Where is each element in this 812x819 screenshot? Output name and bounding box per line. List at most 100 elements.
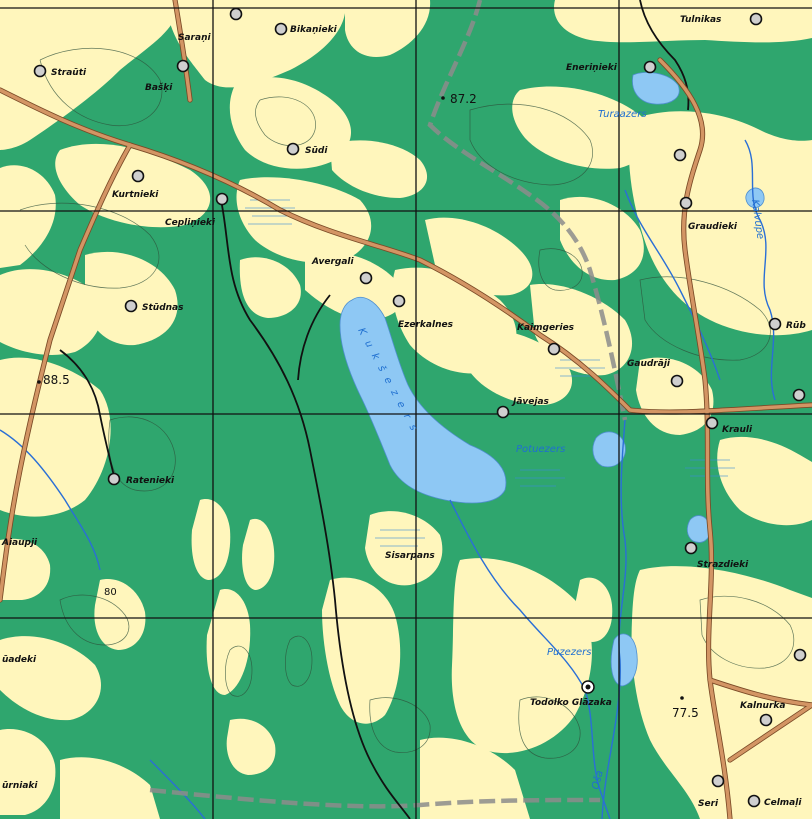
elevation-value: 87.2: [450, 92, 477, 106]
settlement-tulnikas[interactable]: Tulnikas: [680, 12, 763, 26]
settlement-aiaupji[interactable]: Aiaupji: [1, 538, 38, 548]
settlement-enerinieki[interactable]: Eneriņieki: [566, 60, 657, 74]
settlement-celmali[interactable]: Celmaļi: [747, 794, 803, 809]
road-west-south: [0, 143, 132, 602]
settlement-studnas[interactable]: Stūdnas: [124, 299, 185, 314]
settlement-label: Bikaņieki: [290, 25, 338, 35]
settlement-baski[interactable]: Bašķi: [145, 59, 190, 94]
settlement-gaudraji[interactable]: Gaudrāji: [627, 359, 684, 388]
settlement-label: Ratenieki: [126, 476, 175, 486]
settlement-label: Todolko Glāzaka: [530, 698, 612, 708]
settlement-label: Bašķi: [145, 82, 173, 93]
settlement-label: Jāvejas: [511, 397, 550, 407]
settlement-label: Gaudrāji: [627, 359, 671, 369]
settlement-kaimgeries[interactable]: Kaimgeries: [517, 323, 575, 356]
river-kuksezers-outflow: [449, 499, 611, 819]
settlement-label: Avergali: [311, 257, 354, 267]
settlement-ezerkalnes[interactable]: Ezerkalnes: [392, 294, 454, 331]
settlement-label: Sūdi: [305, 146, 328, 156]
river-kalvupe: [744, 139, 776, 401]
settlement-label: ūrniaki: [2, 781, 38, 791]
rivers: [0, 139, 776, 819]
lake-turaazers: [632, 72, 680, 105]
settlement-label: Rūb: [786, 321, 806, 331]
settlement-label: Strazdieki: [697, 560, 749, 570]
track-center: [297, 294, 331, 381]
settlement-strauti[interactable]: Straūti: [33, 64, 88, 79]
river-label-osa: Oša: [589, 769, 606, 791]
settlement-label: ūadeki: [2, 655, 37, 665]
elevation-value: 77.5: [672, 706, 699, 720]
elevation-point[interactable]: 77.5: [672, 696, 699, 720]
road-sarani: [173, 0, 192, 102]
settlement-uadeki[interactable]: ūadeki: [2, 648, 807, 666]
settlement-label: Seri: [698, 799, 719, 809]
pond-east: [686, 515, 711, 543]
settlement-label: Kalnurka: [740, 701, 785, 711]
lake-kuksezers: [339, 296, 507, 504]
lake-label-potuezers: Potuezers: [516, 444, 565, 455]
boundary-north: [427, 0, 628, 421]
settlement-label: Cepliņieki: [165, 218, 216, 228]
settlement-unnamed[interactable]: [792, 388, 806, 402]
settlement-label: Ezerkalnes: [398, 320, 454, 330]
settlement-layer: Saraņi Bikaņieki Straūti Bašķi Eneriņiek…: [1, 7, 807, 810]
settlement-label: Kaimgeries: [517, 323, 575, 333]
stream-north: [624, 189, 721, 381]
settlement-krauli[interactable]: Krauli: [705, 416, 753, 436]
settlement-todolko-glazaka[interactable]: Todolko Glāzaka: [530, 680, 612, 708]
settlement-urniaki[interactable]: ūrniaki: [2, 781, 38, 791]
elevation-point[interactable]: 88.5: [37, 373, 70, 387]
boundary-south: [149, 787, 601, 809]
settlement-sisarpans[interactable]: Sisarpans: [385, 551, 435, 561]
settlement-label: Aiaupji: [1, 538, 38, 548]
pond-north: [745, 187, 765, 208]
administrative-boundaries: [149, 0, 628, 809]
stream-south: [149, 759, 206, 819]
settlement-sarani[interactable]: Saraņi: [178, 7, 243, 44]
settlement-label: Kurtnieki: [112, 190, 159, 200]
settlement-label: Straūti: [51, 68, 87, 78]
settlement-seri[interactable]: Seri: [698, 774, 725, 810]
water-bodies: [339, 72, 765, 687]
settlement-label: Saraņi: [178, 33, 211, 43]
river-label-kalvupe: Kalvupe: [749, 199, 765, 240]
settlement-bikanieki[interactable]: Bikaņieki: [274, 22, 338, 36]
settlement-label: Sisarpans: [385, 551, 435, 561]
road-southeast: [728, 703, 812, 762]
elevation-point[interactable]: 87.2: [441, 92, 477, 106]
settlement-avergali[interactable]: Avergali: [311, 257, 373, 285]
stream-west: [0, 429, 101, 571]
settlement-label: Graudieki: [688, 222, 738, 232]
track-west: [219, 194, 411, 819]
road-kalnurka: [708, 678, 812, 707]
elevation-contours: [19, 47, 795, 759]
settlement-label: Eneriņieki: [566, 63, 618, 73]
elevation-marks: 87.2 88.5 77.5 80: [37, 92, 699, 720]
lake-label-puzezers: Puzezers: [547, 647, 592, 658]
settlement-graudieki[interactable]: Graudieki: [679, 196, 738, 233]
settlement-kurtnieki[interactable]: Kurtnieki: [112, 169, 159, 201]
lake-label-turaazers: Turaazers: [598, 109, 647, 120]
landmark-icon-center: [585, 684, 591, 690]
settlement-kalnurka[interactable]: Kalnurka: [740, 701, 785, 727]
settlement-strazdieki[interactable]: Strazdieki: [684, 541, 750, 571]
contour-value: 80: [104, 587, 117, 598]
settlement-label: Krauli: [722, 425, 753, 435]
settlement-label: Stūdnas: [142, 303, 184, 313]
track-ratenieki: [59, 349, 116, 481]
settlement-javejas[interactable]: Jāvejas: [496, 397, 550, 419]
settlement-unnamed[interactable]: [673, 148, 687, 162]
settlement-rub[interactable]: Rūb: [768, 317, 807, 332]
settlement-label: Celmaļi: [764, 798, 802, 808]
lake-puzezers: [610, 633, 638, 687]
settlement-ratenieki[interactable]: Ratenieki: [107, 472, 175, 487]
settlement-sudi[interactable]: Sūdi: [286, 142, 329, 157]
settlement-label: Tulnikas: [680, 15, 722, 25]
settlement-ceplinieki[interactable]: Cepliņieki: [165, 192, 229, 229]
